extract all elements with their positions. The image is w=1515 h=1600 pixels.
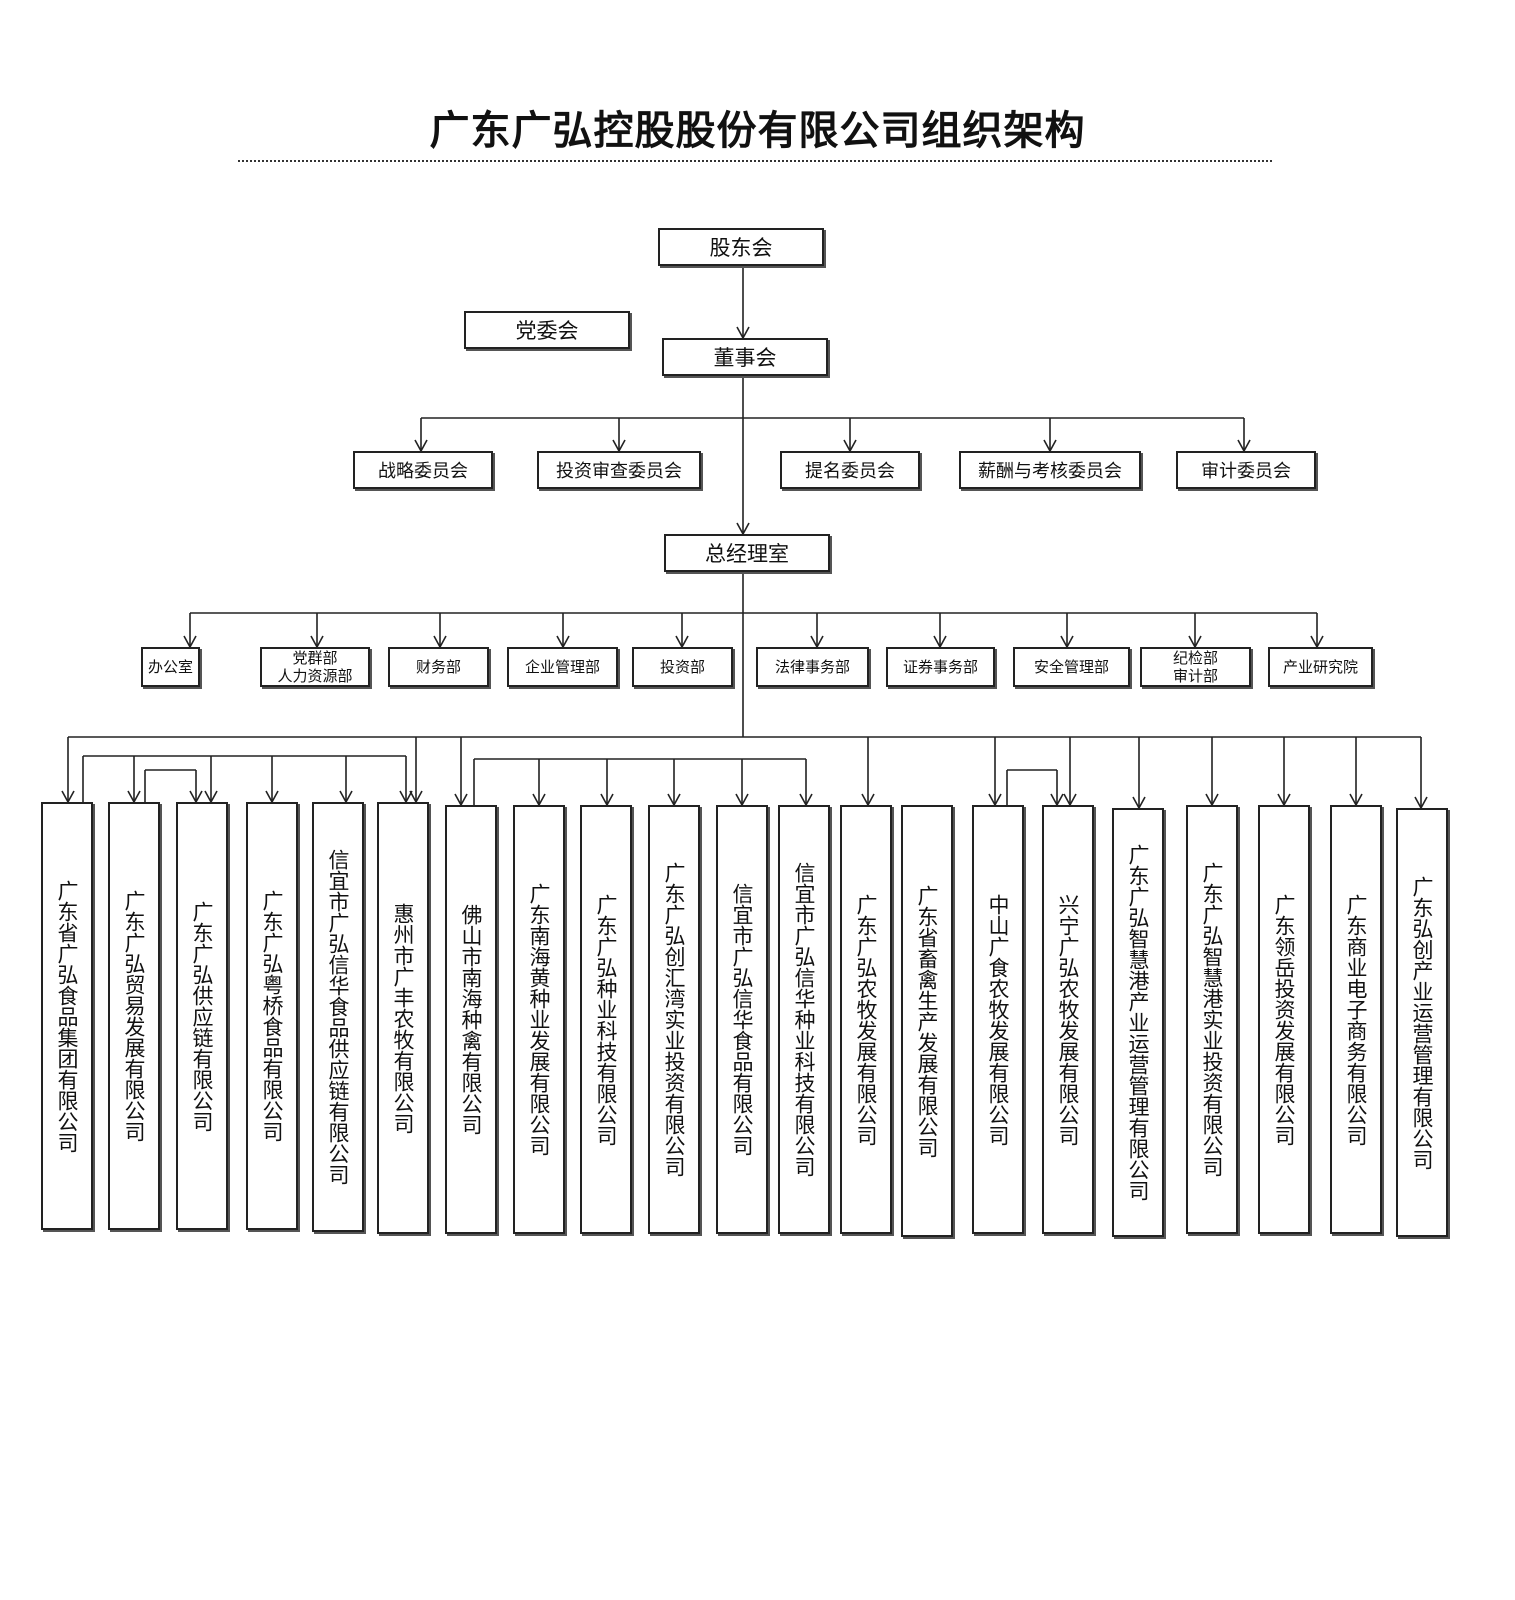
subsidiary-6[interactable]: 惠州市广丰农牧有限公司 [377, 802, 429, 1234]
subsidiary-15[interactable]: 中山广食农牧发展有限公司 [972, 805, 1024, 1234]
subsidiary-1[interactable]: 广东省广弘食品集团有限公司 [41, 802, 93, 1230]
dept-discipline-audit[interactable]: 纪检部 审计部 [1140, 647, 1251, 687]
shareholders-meeting-box[interactable]: 股东会 [658, 228, 824, 266]
dept-party-hr[interactable]: 党群部 人力资源部 [260, 647, 370, 687]
party-committee-box[interactable]: 党委会 [464, 311, 630, 349]
dept-legal-affairs[interactable]: 法律事务部 [756, 647, 869, 687]
dept-office[interactable]: 办公室 [141, 647, 200, 687]
subsidiary-20[interactable]: 广东商业电子商务有限公司 [1330, 805, 1382, 1234]
subsidiary-16[interactable]: 兴宁广弘农牧发展有限公司 [1042, 805, 1094, 1234]
subsidiary-18[interactable]: 广东广弘智慧港实业投资有限公司 [1186, 805, 1238, 1234]
subsidiary-19[interactable]: 广东领岳投资发展有限公司 [1258, 805, 1310, 1234]
subsidiary-12[interactable]: 信宜市广弘信华种业科技有限公司 [778, 805, 830, 1234]
subsidiary-5[interactable]: 信宜市广弘信华食品供应链有限公司 [312, 802, 364, 1232]
dept-safety-management[interactable]: 安全管理部 [1013, 647, 1130, 687]
committee-audit[interactable]: 审计委员会 [1176, 451, 1316, 489]
committee-strategy[interactable]: 战略委员会 [353, 451, 493, 489]
subsidiary-9[interactable]: 广东广弘种业科技有限公司 [580, 805, 632, 1234]
title-divider [238, 160, 1272, 162]
dept-industry-research[interactable]: 产业研究院 [1268, 647, 1373, 687]
dept-enterprise-management[interactable]: 企业管理部 [507, 647, 618, 687]
dept-investment[interactable]: 投资部 [632, 647, 733, 687]
subsidiary-21[interactable]: 广东弘创产业运营管理有限公司 [1396, 808, 1448, 1237]
committee-remuneration[interactable]: 薪酬与考核委员会 [959, 451, 1141, 489]
dept-securities-affairs[interactable]: 证券事务部 [886, 647, 995, 687]
subsidiary-14[interactable]: 广东省畜禽生产发展有限公司 [901, 805, 953, 1237]
subsidiary-7[interactable]: 佛山市南海种禽有限公司 [445, 805, 497, 1234]
subsidiary-17[interactable]: 广东广弘智慧港产业运营管理有限公司 [1112, 808, 1164, 1237]
committee-investment-review[interactable]: 投资审查委员会 [537, 451, 701, 489]
board-of-directors-box[interactable]: 董事会 [662, 338, 828, 376]
subsidiary-11[interactable]: 信宜市广弘信华食品有限公司 [716, 805, 768, 1234]
subsidiary-8[interactable]: 广东南海黄种业发展有限公司 [513, 805, 565, 1234]
dept-finance[interactable]: 财务部 [388, 647, 489, 687]
subsidiary-10[interactable]: 广东广弘创汇湾实业投资有限公司 [648, 805, 700, 1234]
subsidiary-2[interactable]: 广东广弘贸易发展有限公司 [108, 802, 160, 1230]
general-manager-office-box[interactable]: 总经理室 [664, 534, 830, 572]
subsidiary-4[interactable]: 广东广弘粤桥食品有限公司 [246, 802, 298, 1230]
subsidiary-13[interactable]: 广东广弘农牧发展有限公司 [840, 805, 892, 1234]
subsidiary-3[interactable]: 广东广弘供应链有限公司 [176, 802, 228, 1230]
committee-nomination[interactable]: 提名委员会 [780, 451, 920, 489]
page-title: 广东广弘控股股份有限公司组织架构 [429, 108, 1086, 154]
